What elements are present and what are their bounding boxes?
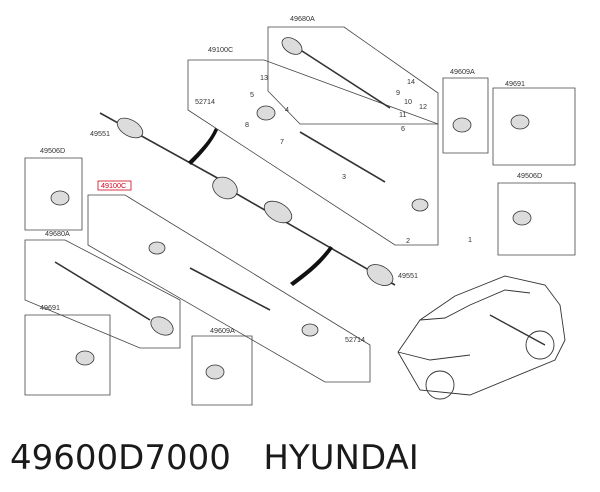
num-3-top: 3 <box>342 172 346 181</box>
boot-right-49609A <box>452 117 472 133</box>
joint-outer-right <box>366 264 394 286</box>
boot-left-49691 <box>75 350 95 366</box>
callout-49551-bottom: 49551 <box>398 271 418 280</box>
frame-49506D-left <box>24 157 83 231</box>
separator-arc-upper <box>188 128 218 165</box>
joint-inner-mid <box>212 176 238 200</box>
frame-highlight-49100C <box>97 180 132 191</box>
callout-52714-top: 52714 <box>195 97 215 106</box>
joint-top-kit <box>281 37 303 55</box>
boot-right-49691 <box>510 114 530 130</box>
boot-mid <box>263 200 293 224</box>
num-9-top: 9 <box>396 88 400 97</box>
shaft-mid-long <box>189 267 271 311</box>
frame-49691-right <box>492 87 576 166</box>
callout-49551-top: 49551 <box>90 129 110 138</box>
num-12-top: 12 <box>419 102 427 111</box>
num-8-top: 8 <box>245 120 249 129</box>
boot-shaft-right <box>411 198 429 212</box>
part-number-footer: 49600D7000 HYUNDAI <box>10 430 590 486</box>
shaft-left-kit <box>54 261 151 321</box>
callout-49100C-top: 49100C <box>208 45 233 54</box>
drive-shaft-exploded-diagram: 49680A 49100C 49506D 49100C 49680A 49691… <box>24 14 576 406</box>
frame-49680A-left <box>24 239 181 349</box>
num-2-right: 2 <box>406 236 410 245</box>
num-13-top: 13 <box>260 73 268 82</box>
part-number: 49600D7000 <box>10 438 231 478</box>
num-11-top: 11 <box>399 110 406 119</box>
callout-49680A-top: 49680A <box>290 14 315 23</box>
boot-mid-kit <box>148 241 166 255</box>
num-6-top: 6 <box>401 124 405 133</box>
shaft-top-long <box>299 131 386 183</box>
boot-center-49609A <box>205 364 225 380</box>
brand-name: HYUNDAI <box>263 438 419 478</box>
separator-arc-lower <box>290 246 333 286</box>
boot-left-49506D <box>50 190 70 206</box>
boot-right-49506D <box>512 210 532 226</box>
frame-49609A-right <box>442 77 489 154</box>
callout-49680A-left: 49680A <box>45 229 70 238</box>
frame-49609A-center <box>191 335 253 406</box>
num-10-top: 10 <box>404 97 412 106</box>
joint-outer-left <box>116 117 144 139</box>
callout-49506D-left: 49506D <box>40 146 65 155</box>
num-1-right: 1 <box>468 235 472 244</box>
callout-49691-left: 49691 <box>40 303 60 312</box>
callout-49609A-right: 49609A <box>450 67 475 76</box>
boot-top <box>256 105 276 121</box>
num-4-top: 4 <box>285 105 289 114</box>
boot-shaft-bottom <box>301 323 319 337</box>
frame-49691-left <box>24 314 111 396</box>
frame-mid-49100C <box>87 194 371 383</box>
joint-left-kit <box>150 316 174 336</box>
vehicle-illustration <box>397 275 566 400</box>
callout-49691-right: 49691 <box>505 79 525 88</box>
shaft-top-kit <box>284 39 391 109</box>
num-7-top: 7 <box>280 137 284 146</box>
callout-52714-bottom: 52714 <box>345 335 365 344</box>
frame-49506D-right <box>497 182 576 256</box>
callout-49506D-right: 49506D <box>517 171 542 180</box>
num-14-top: 14 <box>407 77 415 86</box>
callout-49100C-highlighted: 49100C <box>101 181 126 190</box>
callout-49609A-center: 49609A <box>210 326 235 335</box>
num-5-top: 5 <box>250 90 254 99</box>
frame-top-49100C <box>187 59 439 246</box>
